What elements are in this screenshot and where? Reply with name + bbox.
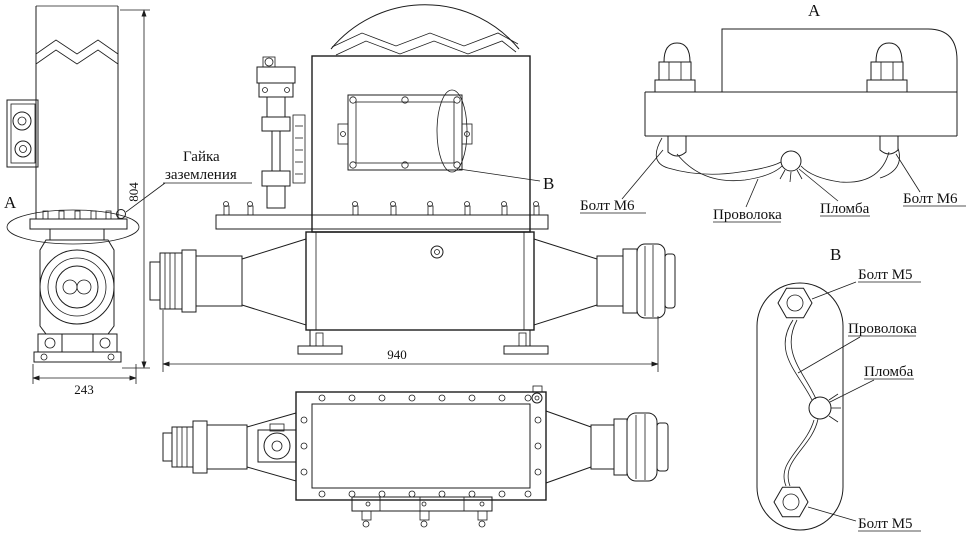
junction-box: [6, 99, 39, 168]
dimension-804-text: 804: [126, 182, 141, 202]
bolt-m5-top-label: Болт М5: [858, 267, 913, 283]
lead-seal-b: [808, 393, 841, 423]
mounting-flange: [29, 210, 128, 230]
seal-a-label: Пломба: [820, 201, 870, 217]
panel-outline: [721, 28, 958, 136]
main-front-view: В: [149, 4, 676, 372]
callout-bolt-m6-right: Болт М6: [895, 153, 966, 207]
dimension-243: 243: [32, 364, 137, 397]
bolt-m6-left-label: Болт М6: [580, 198, 635, 214]
bottom-right-connector: [545, 410, 669, 484]
left-roller: [257, 423, 297, 463]
grounding-nut-callout: Гайка заземления: [116, 149, 252, 219]
bolt-m6-right-label: Болт М6: [903, 191, 958, 207]
seal-wire-a: [655, 137, 900, 183]
lead-seal-a: [779, 150, 803, 183]
cable-gland-stack: [256, 56, 306, 209]
dimension-804: 804: [120, 9, 150, 369]
detail-a-marker: А: [4, 193, 17, 212]
detail-b-view: В Болт М5: [756, 245, 921, 532]
grounding-nut: [116, 209, 126, 219]
wire-a-label: Проволока: [713, 207, 782, 223]
bottom-view: [162, 385, 669, 528]
detail-a-callout-oval: [6, 209, 140, 245]
bolt-m5-top-shape: [777, 287, 813, 319]
callout-wire-a: Проволока: [713, 178, 782, 223]
top-right-bolt: [531, 385, 543, 404]
bolt-m5-bottom-shape: [773, 486, 809, 518]
callout-bolt-m5-bottom: Болт М5: [807, 506, 921, 532]
dome-arc: [330, 4, 520, 50]
callout-bolt-m6-left: Болт М6: [580, 149, 664, 214]
cover-panel: [337, 94, 473, 171]
name-plate: [292, 114, 306, 184]
callout-wire-b: Проволока: [797, 321, 917, 374]
detail-b-callout-oval: [436, 89, 468, 173]
detail-b-leader-line: [458, 168, 541, 182]
grounding-nut-label-line1: Гайка: [183, 149, 220, 165]
perimeter-bolts: [300, 394, 542, 498]
left-connector: [149, 238, 307, 326]
bottom-housing: [295, 391, 547, 501]
seal-wire-b: [783, 319, 819, 487]
pipe-break-line: [35, 39, 119, 55]
callout-seal-b: Пломба: [829, 364, 914, 403]
mounting-bar: [215, 201, 549, 230]
bolt-m6-left-shape: [654, 42, 696, 157]
seal-b-label: Пломба: [864, 364, 914, 380]
meter-body: [305, 231, 535, 331]
detail-a-title: А: [808, 1, 821, 20]
detail-b-marker: В: [543, 174, 554, 193]
right-connector: [533, 238, 676, 326]
bolt-m6-right-shape: [866, 42, 908, 155]
bottom-fitting-strip: [351, 496, 493, 528]
detail-b-callout: В: [436, 89, 554, 193]
bolt-m5-bottom-label: Болт М5: [858, 516, 913, 532]
base-feet: [33, 333, 122, 363]
dimension-243-text: 243: [74, 382, 94, 397]
grounding-nut-label-line2: заземления: [165, 167, 237, 183]
wire-b-label: Проволока: [848, 321, 917, 337]
detail-a-view: А: [580, 1, 966, 223]
dimension-940: 940: [162, 310, 659, 372]
feet-brackets: [297, 330, 549, 355]
callout-bolt-m5-top: Болт М5: [811, 267, 921, 300]
valve-body: [39, 228, 115, 335]
dimension-940-text: 940: [387, 347, 407, 362]
detail-b-title: В: [830, 245, 841, 264]
bottom-left-connector: [162, 412, 297, 482]
left-side-view: А Гайка заземления: [4, 5, 252, 397]
callout-seal-a: Пломба: [798, 168, 870, 217]
capsule-outline: [756, 282, 844, 531]
